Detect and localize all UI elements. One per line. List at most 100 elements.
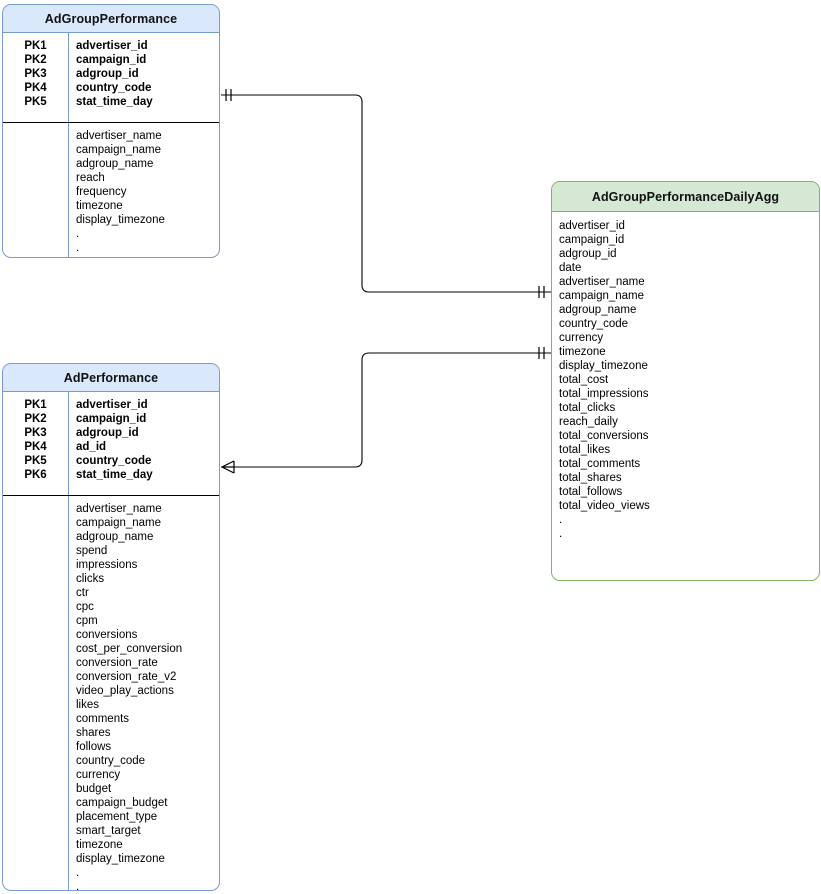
pk-field: advertiser_id <box>76 399 148 411</box>
attribute-field: spend <box>76 545 108 557</box>
pk-field: ad_id <box>76 441 107 453</box>
attribute-field: conversions <box>76 629 138 641</box>
pk-label: PK5 <box>24 96 47 108</box>
attribute-field: currency <box>559 332 604 344</box>
attribute-field: advertiser_name <box>76 503 162 515</box>
attribute-field: total_follows <box>559 486 623 498</box>
pk-label: PK2 <box>24 413 47 425</box>
attribute-field: total_cost <box>559 374 609 386</box>
attribute-field: comments <box>76 713 130 725</box>
relationship-adperformance-dailyagg[interactable] <box>220 347 551 474</box>
attribute-field: country_code <box>559 318 629 330</box>
attribute-field: display_timezone <box>76 214 165 226</box>
cardinality-many-crowsfoot-icon <box>220 460 235 474</box>
entity-title-adgroupperformance: AdGroupPerformance <box>3 5 219 33</box>
attribute-field: reach_daily <box>559 416 618 428</box>
attribute-field: timezone <box>76 839 123 851</box>
attribute-field: . <box>76 881 80 891</box>
pk-label: PK4 <box>24 441 47 453</box>
attribute-field: currency <box>76 769 121 781</box>
attribute-field: campaign_name <box>76 144 162 156</box>
pk-field-column-adperformance: advertiser_id campaign_id adgroup_id ad_… <box>69 392 219 495</box>
attribute-field: total_shares <box>559 472 622 484</box>
entity-title-adperformance: AdPerformance <box>3 364 219 392</box>
pk-label-column-adgroupperformance: PK1 PK2 PK3 PK4 PK5 <box>3 33 69 122</box>
cardinality-one-and-only-one-icon <box>538 347 545 359</box>
attribute-field: advertiser_name <box>76 130 162 142</box>
relationship-line <box>221 352 551 468</box>
attribute-key-column-adperformance <box>3 496 69 890</box>
attribute-field: video_play_actions <box>76 685 174 697</box>
pk-label: PK1 <box>24 40 47 52</box>
pk-label: PK4 <box>24 82 47 94</box>
attribute-field: total_likes <box>559 444 611 456</box>
pk-field: country_code <box>76 455 152 467</box>
attribute-field: campaign_name <box>559 290 645 302</box>
attribute-field: country_code <box>76 755 146 767</box>
pk-field: stat_time_day <box>76 469 153 481</box>
attribute-field: follows <box>76 741 112 753</box>
attribute-field: total_conversions <box>559 430 649 442</box>
pk-field: stat_time_day <box>76 96 153 108</box>
attribute-field: cpc <box>76 601 94 613</box>
attribute-field: total_clicks <box>559 402 616 414</box>
entity-adgroupperformance[interactable]: AdGroupPerformance PK1 PK2 PK3 PK4 PK5 a… <box>2 4 220 258</box>
pk-field-column-adgroupperformance: advertiser_id campaign_id adgroup_id cou… <box>69 33 219 122</box>
attribute-field: conversion_rate_v2 <box>76 671 177 683</box>
attribute-field: impressions <box>76 559 138 571</box>
pk-section-adgroupperformance: PK1 PK2 PK3 PK4 PK5 advertiser_id campai… <box>3 33 219 123</box>
attribute-key-column-adgroupperformance <box>3 123 69 257</box>
attribute-field: campaign_budget <box>76 797 168 809</box>
pk-section-adperformance: PK1 PK2 PK3 PK4 PK5 PK6 advertiser_id ca… <box>3 392 219 496</box>
attribute-field: placement_type <box>76 811 158 823</box>
attribute-field: shares <box>76 727 111 739</box>
attribute-field: ctr <box>76 587 89 599</box>
attribute-field: advertiser_name <box>559 276 645 288</box>
attribute-field: smart_target <box>76 825 141 837</box>
attribute-field: reach <box>76 172 105 184</box>
attribute-field: likes <box>76 699 100 711</box>
relationship-line <box>221 94 551 293</box>
pk-label: PK1 <box>24 399 47 411</box>
attribute-field: display_timezone <box>559 360 648 372</box>
entity-title-adgroupperformancedailyagg: AdGroupPerformanceDailyAgg <box>552 182 819 212</box>
attribute-field: budget <box>76 783 112 795</box>
attribute-field: total_impressions <box>559 388 649 400</box>
attribute-field: cpm <box>76 615 98 627</box>
attribute-field: . <box>559 528 563 540</box>
attribute-list-adgroupperformancedailyagg: advertiser_id campaign_id adgroup_id dat… <box>552 212 819 541</box>
attribute-field-column-adperformance: advertiser_name campaign_name adgroup_na… <box>69 496 219 891</box>
relationship-adgroupperformance-dailyagg[interactable] <box>221 89 551 298</box>
attribute-field: . <box>76 867 80 879</box>
entity-adgroupperformancedailyagg[interactable]: AdGroupPerformanceDailyAgg advertiser_id… <box>551 181 820 581</box>
attribute-field: adgroup_name <box>559 304 637 316</box>
pk-label: PK3 <box>24 68 47 80</box>
attribute-field: adgroup_name <box>76 531 154 543</box>
attribute-field: clicks <box>76 573 105 585</box>
attribute-field: . <box>559 514 563 526</box>
pk-field: advertiser_id <box>76 40 148 52</box>
attribute-field: adgroup_name <box>76 158 154 170</box>
attribute-field: cost_per_conversion <box>76 643 183 655</box>
attribute-field: advertiser_id <box>559 220 625 232</box>
attribute-field: total_video_views <box>559 500 650 512</box>
pk-field: campaign_id <box>76 54 147 66</box>
pk-field: campaign_id <box>76 413 147 425</box>
cardinality-one-and-only-one-icon <box>225 89 232 101</box>
attribute-field: . <box>76 242 80 254</box>
attribute-field: campaign_id <box>559 234 625 246</box>
pk-label: PK5 <box>24 455 47 467</box>
attribute-field: campaign_name <box>76 517 162 529</box>
entity-adperformance[interactable]: AdPerformance PK1 PK2 PK3 PK4 PK5 PK6 ad… <box>2 363 220 891</box>
attribute-field: timezone <box>559 346 606 358</box>
pk-field: country_code <box>76 82 152 94</box>
attribute-field: . <box>76 228 80 240</box>
attribute-field: date <box>559 262 582 274</box>
attribute-section-adgroupperformance: advertiser_name campaign_name adgroup_na… <box>3 123 219 257</box>
attribute-field-column-adgroupperformance: advertiser_name campaign_name adgroup_na… <box>69 123 219 257</box>
attribute-field: conversion_rate <box>76 657 158 669</box>
attribute-field: total_comments <box>559 458 641 470</box>
pk-field: adgroup_id <box>76 427 139 439</box>
attribute-field: timezone <box>76 200 123 212</box>
